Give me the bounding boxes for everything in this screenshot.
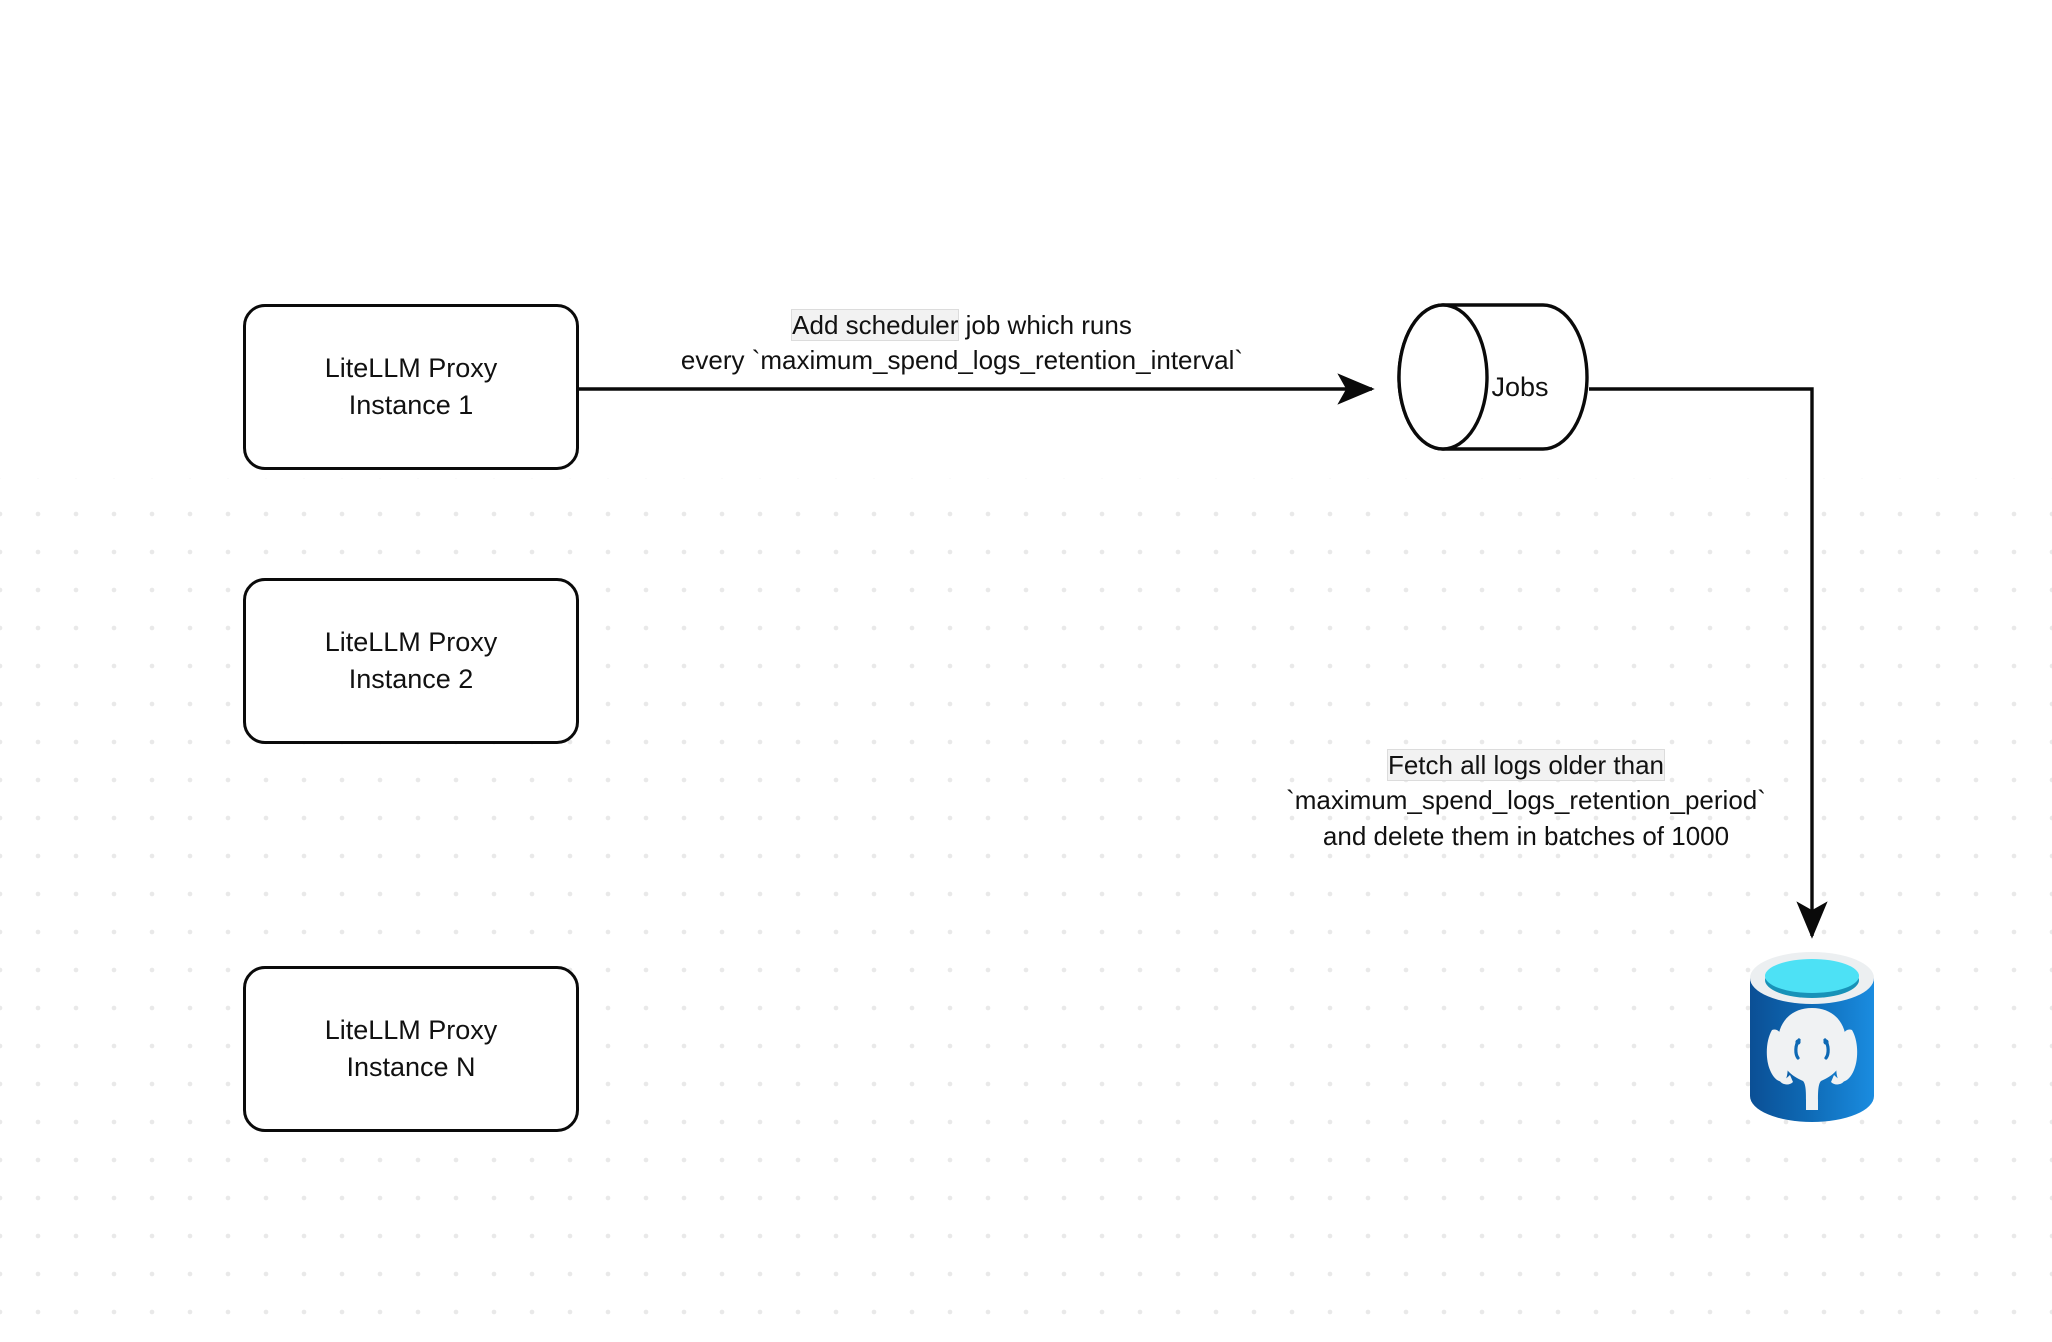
edge-label-line-1: Add scheduler job which runs	[612, 308, 1312, 343]
node-label-line-1: LiteLLM Proxy	[324, 1014, 498, 1045]
postgres-database-icon[interactable]	[1746, 948, 1878, 1126]
elephant-eyes	[1795, 1039, 1829, 1045]
db-top-surface	[1765, 959, 1859, 993]
node-label-line-2: Instance 1	[348, 390, 474, 420]
edge-label-highlight: Fetch all logs older than	[1386, 749, 1666, 781]
edge-label-line-1: Fetch all logs older than	[1236, 748, 1816, 783]
node-jobs-label: Jobs	[1491, 372, 1549, 402]
edge-jobs-to-postgres	[1589, 387, 1828, 939]
edge-label-line-3: and delete them in batches of 1000	[1322, 820, 1730, 851]
node-label-line-2: Instance 2	[348, 664, 474, 694]
edge-label-line-2: `maximum_spend_logs_retention_period`	[1286, 785, 1766, 816]
jobs-cylinder-shape	[1397, 303, 1589, 451]
edge-label-line-2: every `maximum_spend_logs_retention_inte…	[680, 345, 1244, 376]
edge-label-fetch-old-logs: Fetch all logs older than `maximum_spend…	[1236, 748, 1816, 854]
postgres-elephant-logo	[1766, 1008, 1858, 1110]
node-label-line-1: LiteLLM Proxy	[324, 352, 498, 383]
node-litellm-proxy-instance-n[interactable]: LiteLLM Proxy Instance N	[243, 966, 579, 1132]
edge-label-highlight: Add scheduler	[791, 309, 960, 341]
node-label-line-1: LiteLLM Proxy	[324, 626, 498, 657]
edge-label-rest: job which runs	[958, 310, 1132, 340]
edge-label-add-scheduler-job: Add scheduler job which runs every `maxi…	[612, 308, 1312, 379]
node-litellm-proxy-instance-1[interactable]: LiteLLM Proxy Instance 1	[243, 304, 579, 470]
node-litellm-proxy-instance-2[interactable]: LiteLLM Proxy Instance 2	[243, 578, 579, 744]
node-label-line-2: Instance N	[346, 1052, 476, 1082]
